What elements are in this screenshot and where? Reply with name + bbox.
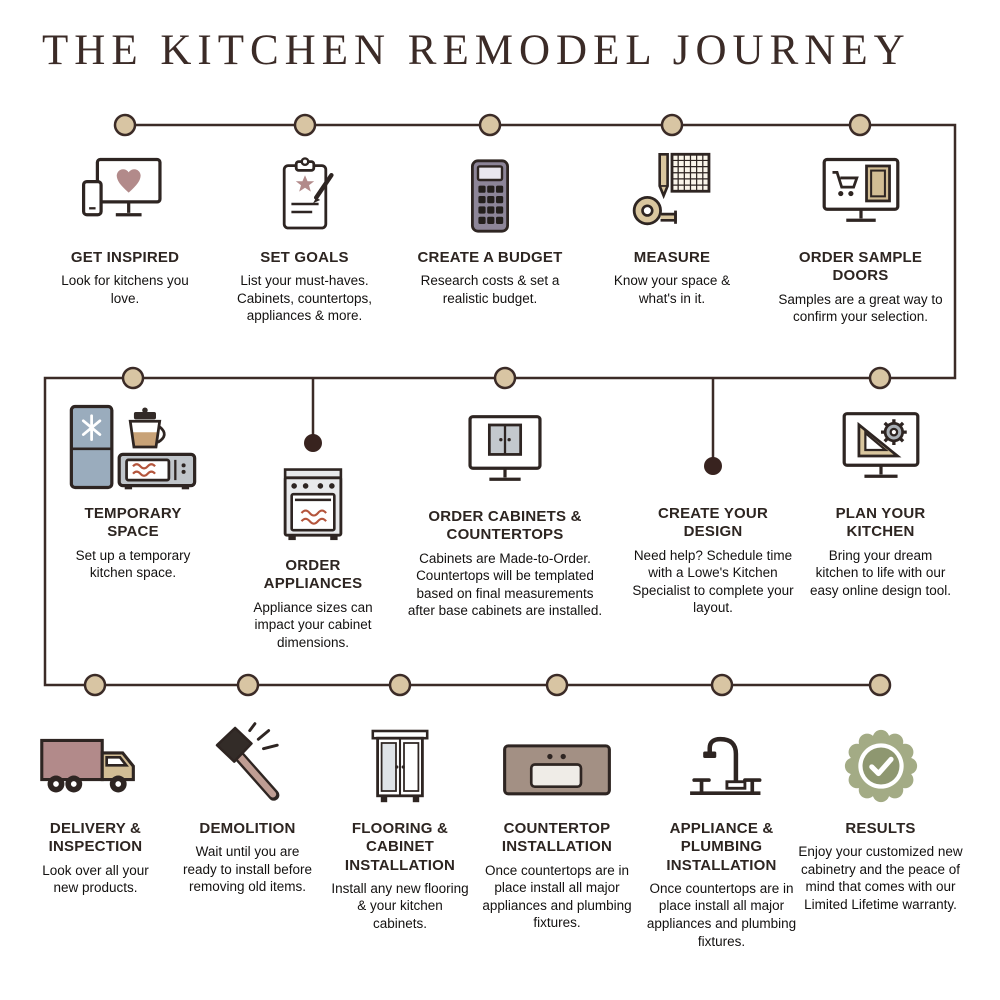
step-plan-your-kitchen: PLAN YOUR KITCHEN Bring your dream kitch…	[808, 398, 953, 599]
step-desc: Bring your dream kitchen to life with ou…	[809, 547, 952, 598]
delivery-truck-icon	[28, 716, 163, 808]
step-order-cabinets-countertops: ORDER CABINETS & COUNTERTOPS Cabinets ar…	[405, 406, 605, 620]
step-title: ORDER CABINETS & COUNTERTOPS	[428, 508, 582, 544]
range-oven-icon	[233, 459, 393, 545]
step-desc: Once countertops are in place install al…	[482, 862, 632, 931]
step-title: CREATE A BUDGET	[417, 249, 563, 266]
step-title: CREATE YOUR DESIGN	[658, 505, 768, 541]
faucet-icon	[634, 716, 809, 808]
step-order-sample-doors: ORDER SAMPLE DOORS Samples are a great w…	[778, 142, 943, 326]
tape-measure-grid-icon	[607, 142, 737, 237]
step-desc: Cabinets are Made-to-Order. Countertops …	[407, 550, 603, 619]
step-desc: Look for kitchens you love.	[61, 273, 189, 306]
fridge-coffee-microwave-icon	[58, 398, 208, 493]
step-order-appliances: ORDER APPLIANCES Appliance sizes can imp…	[233, 459, 393, 651]
monitor-cart-door-icon	[778, 142, 943, 237]
warranty-badge-icon	[798, 716, 963, 808]
step-title: FLOORING & CABINET INSTALLATION	[344, 820, 456, 874]
step-title: DELIVERY & INSPECTION	[48, 820, 143, 856]
step-desc: Set up a temporary kitchen space.	[75, 547, 191, 581]
step-desc: Need help? Schedule time with a Lowe's K…	[632, 547, 794, 616]
step-title: GET INSPIRED	[70, 249, 180, 266]
monitor-design-tools-icon	[808, 398, 953, 493]
step-title: SET GOALS	[260, 249, 349, 266]
step-get-inspired: GET INSPIRED Look for kitchens you love.	[60, 142, 190, 307]
step-create-your-design: CREATE YOUR DESIGN Need help? Schedule t…	[628, 505, 798, 617]
page-title: THE KITCHEN REMODEL JOURNEY	[42, 27, 911, 74]
step-title: APPLIANCE & PLUMBING INSTALLATION	[666, 820, 777, 874]
cabinet-icon	[330, 716, 470, 808]
step-appliance-plumbing-installation: APPLIANCE & PLUMBING INSTALLATION Once c…	[634, 716, 809, 950]
step-title: ORDER SAMPLE DOORS	[798, 249, 923, 285]
clipboard-star-icon	[222, 142, 387, 237]
step-desc: Look over all your new products.	[42, 862, 149, 896]
step-desc: Research costs & set a realistic budget.	[420, 273, 560, 306]
step-desc: Wait until you are ready to install befo…	[182, 844, 313, 895]
step-desc: Appliance sizes can impact your cabinet …	[253, 599, 373, 650]
sledgehammer-icon	[180, 716, 315, 808]
step-desc: Enjoy your customized new cabinetry and …	[798, 844, 963, 912]
step-title: RESULTS	[845, 820, 916, 837]
step-flooring-cabinet-installation: FLOORING & CABINET INSTALLATION Install …	[330, 716, 470, 933]
step-title: TEMPORARY SPACE	[84, 505, 182, 541]
step-title: ORDER APPLIANCES	[263, 557, 363, 593]
computer-heart-icon	[60, 142, 190, 237]
step-create-a-budget: CREATE A BUDGET Research costs & set a r…	[410, 142, 570, 307]
monitor-cabinet-icon	[405, 406, 605, 496]
step-desc: Once countertops are in place install al…	[646, 880, 797, 949]
step-title: MEASURE	[633, 249, 711, 266]
step-countertop-installation: COUNTERTOP INSTALLATION Once countertops…	[477, 716, 637, 932]
step-desc: Install any new flooring & your kitchen …	[331, 880, 469, 931]
step-title: PLAN YOUR KITCHEN	[835, 505, 926, 541]
step-results: RESULTS Enjoy your customized new cabine…	[798, 716, 963, 913]
step-desc: List your must-haves. Cabinets, countert…	[236, 273, 373, 324]
step-delivery-inspection: DELIVERY & INSPECTION Look over all your…	[28, 716, 163, 897]
step-measure: MEASURE Know your space & what's in it.	[607, 142, 737, 307]
step-set-goals: SET GOALS List your must-haves. Cabinets…	[222, 142, 387, 325]
countertop-sink-icon	[477, 716, 637, 808]
step-demolition: DEMOLITION Wait until you are ready to i…	[180, 716, 315, 896]
step-temporary-space: TEMPORARY SPACE Set up a temporary kitch…	[58, 398, 208, 582]
step-title: DEMOLITION	[199, 820, 296, 837]
step-desc: Know your space & what's in it.	[613, 273, 731, 306]
step-title: COUNTERTOP INSTALLATION	[501, 820, 613, 856]
step-desc: Samples are a great way to confirm your …	[778, 291, 943, 325]
calculator-icon	[410, 142, 570, 237]
